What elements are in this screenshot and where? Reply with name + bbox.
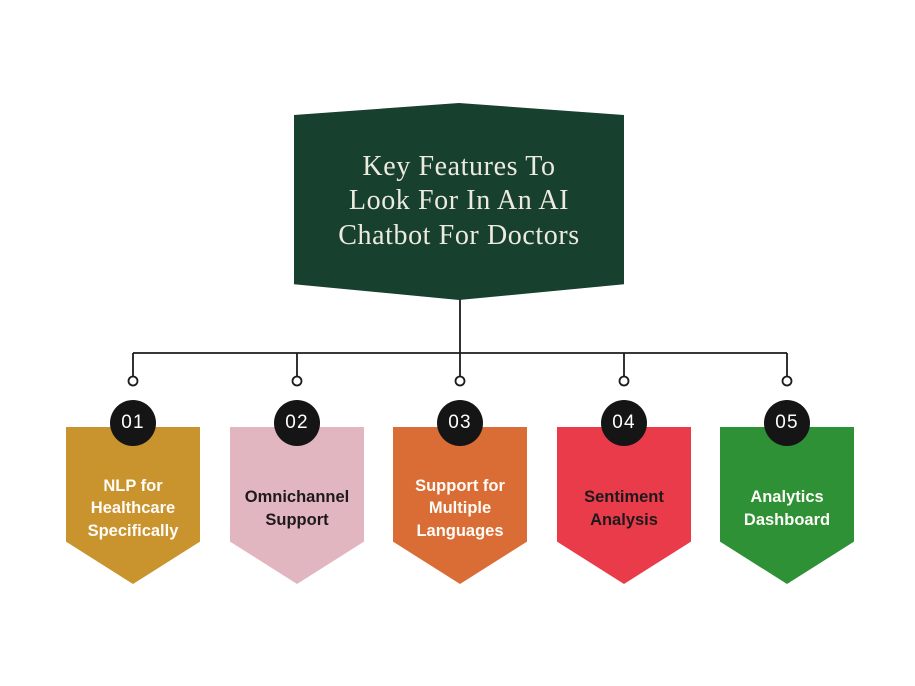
number-badge-04: 04 xyxy=(601,400,647,446)
title-line-1: Key Features To xyxy=(362,151,556,183)
feature-label: Omnichannel Support xyxy=(244,488,350,529)
number-badge-02: 02 xyxy=(274,400,320,446)
number-badge-03: 03 xyxy=(437,400,483,446)
number-badge-05: 05 xyxy=(764,400,810,446)
title-line-3: Chatbot For Doctors xyxy=(338,219,580,251)
feature-banner-sentiment: Sentiment Analysis xyxy=(557,427,691,584)
feature-label: Support for Multiple Languages xyxy=(415,477,505,540)
feature-banner-analytics: Analytics Dashboard xyxy=(720,427,854,584)
feature-banner-languages: Support for Multiple Languages xyxy=(393,427,527,584)
feature-label: Sentiment Analysis xyxy=(584,488,664,529)
feature-label: Analytics Dashboard xyxy=(743,488,831,529)
page-title: Key Features To Look For In An AI Chatbo… xyxy=(338,150,580,252)
feature-label: NLP for Healthcare Specifically xyxy=(87,477,179,540)
title-line-2: Look For In An AI xyxy=(348,185,570,217)
feature-banner-omnichannel: Omnichannel Support xyxy=(230,427,364,584)
feature-banner-nlp: NLP for Healthcare Specifically xyxy=(66,427,200,584)
title-banner: Key Features To Look For In An AI Chatbo… xyxy=(294,103,624,300)
number-badge-01: 01 xyxy=(110,400,156,446)
